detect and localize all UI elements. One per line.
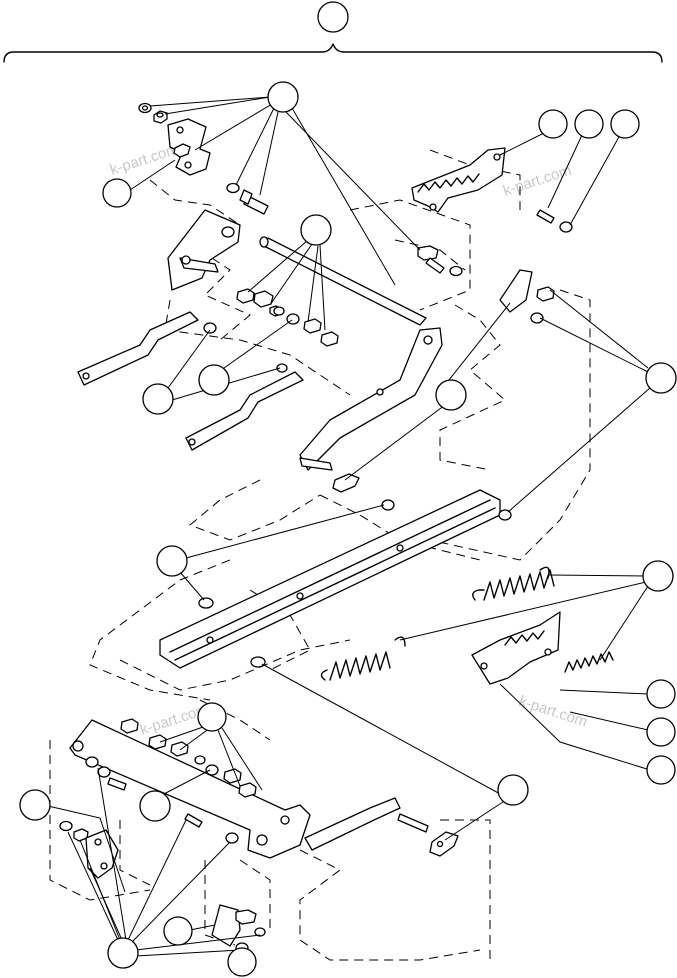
- lever-center: [185, 363, 304, 451]
- watermark-2: k-part.com: [501, 162, 574, 200]
- parts: [59, 102, 614, 954]
- callout-circle-4: [574, 109, 604, 139]
- long-shaft: [259, 236, 427, 326]
- bolt-upper-left: [226, 182, 269, 215]
- main-frame-channel: [159, 489, 501, 669]
- lever-small-right: [499, 269, 555, 324]
- callout-circle-16: [197, 702, 227, 732]
- callout-circle-5: [610, 109, 640, 139]
- bolt-group-lower: [120, 718, 257, 798]
- callout-circle-10: [645, 362, 677, 394]
- bracket-plate-top-left: [167, 118, 211, 176]
- notched-plate-top: [411, 147, 506, 213]
- lever-long-center: [299, 327, 443, 493]
- callout-circle-7: [198, 364, 230, 396]
- lever-lower-right: [304, 797, 459, 857]
- pin-top-right: [536, 209, 573, 233]
- callout-circle-6: [300, 214, 332, 246]
- washer-top-left: [138, 102, 152, 114]
- leader-lines: [47, 96, 651, 957]
- nut-top-left: [153, 110, 168, 124]
- callout-circle-19: [139, 790, 171, 822]
- assembly-bracket: [3, 43, 663, 63]
- callout-circle-20: [163, 916, 193, 946]
- spring-lower: [320, 636, 406, 681]
- callout-circle-15: [646, 755, 676, 785]
- callout-circle-11: [156, 545, 188, 577]
- callout-circle-main: [317, 1, 349, 33]
- callout-circle-14: [646, 717, 676, 747]
- callout-circle-9: [435, 379, 467, 411]
- lever-left: [77, 311, 217, 386]
- small-bracket-bottom: [211, 904, 266, 954]
- lower-cross-shaft: [69, 719, 311, 859]
- watermark-4: k-part.com: [517, 693, 590, 731]
- callout-circle-2: [102, 178, 132, 208]
- callout-circle-13: [646, 679, 676, 709]
- callout-circle-22: [227, 947, 257, 977]
- callout-circle-17: [497, 774, 529, 806]
- callout-circle-12: [642, 560, 674, 592]
- callout-circles: [19, 1, 677, 977]
- small-bracket-lower-left: [59, 820, 119, 879]
- bolt-group-lower-left: [85, 756, 239, 844]
- dashed-guide-lines: [49, 149, 591, 961]
- spring-upper: [472, 566, 555, 601]
- bolt-upper-right: [417, 245, 463, 277]
- pivot-bracket-upper: [167, 209, 241, 291]
- callout-circle-8: [142, 383, 174, 415]
- callout-circle-21: [107, 937, 139, 969]
- callout-circle-3: [538, 109, 568, 139]
- callout-circle-18: [19, 789, 51, 821]
- callout-circle-1: [267, 81, 299, 113]
- spring-small-right: [564, 651, 614, 673]
- notched-plate-lower: [471, 611, 561, 685]
- washers-misc: [198, 499, 512, 668]
